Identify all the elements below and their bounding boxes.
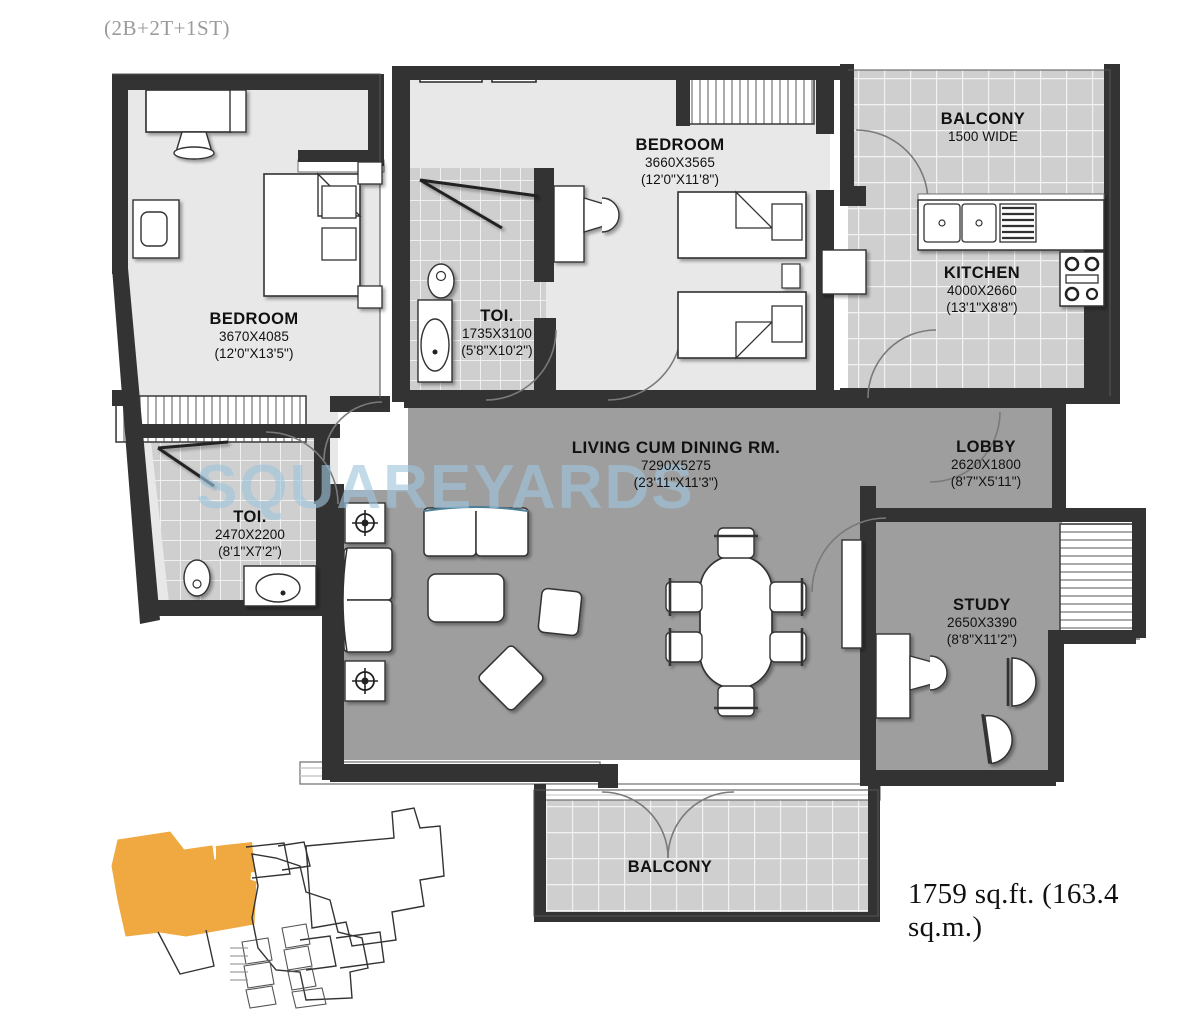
key-plan bbox=[111, 807, 445, 1009]
plan-type-header: (2B+2T+1ST) bbox=[104, 16, 231, 40]
room-label-study: STUDY 2650X3390 (8'8"X11'2") bbox=[946, 596, 1018, 648]
room-label-balcony-living: BALCONY bbox=[627, 858, 713, 876]
room-label-living-dining: LIVING CUM DINING RM. 7290X5275 (23'11"X… bbox=[571, 438, 781, 490]
room-label-toilet-1: TOI. 1735X3100 (5'8"X10'2") bbox=[461, 307, 533, 359]
room-label-lobby: LOBBY 2620X1800 (8'7"X5'11") bbox=[950, 438, 1022, 490]
room-label-bedroom-1: BEDROOM 3670X4085 (12'0"X13'5") bbox=[209, 310, 299, 362]
total-area-label: 1759 sq.ft. (163.4 sq.m.) bbox=[908, 878, 1119, 943]
door-swings bbox=[265, 129, 1001, 859]
room-label-bedroom-2: BEDROOM 3660X3565 (12'0"X11'8") bbox=[635, 136, 725, 188]
furniture bbox=[132, 89, 1105, 765]
room-label-balcony-kitchen: BALCONY 1500 WIDE bbox=[940, 110, 1026, 145]
room-label-toilet-2: TOI. 2470X2200 (8'1"X7'2") bbox=[215, 508, 285, 560]
room-label-kitchen: KITCHEN 4000X2660 (13'1"X8'8") bbox=[943, 264, 1021, 316]
walls bbox=[112, 64, 1146, 922]
